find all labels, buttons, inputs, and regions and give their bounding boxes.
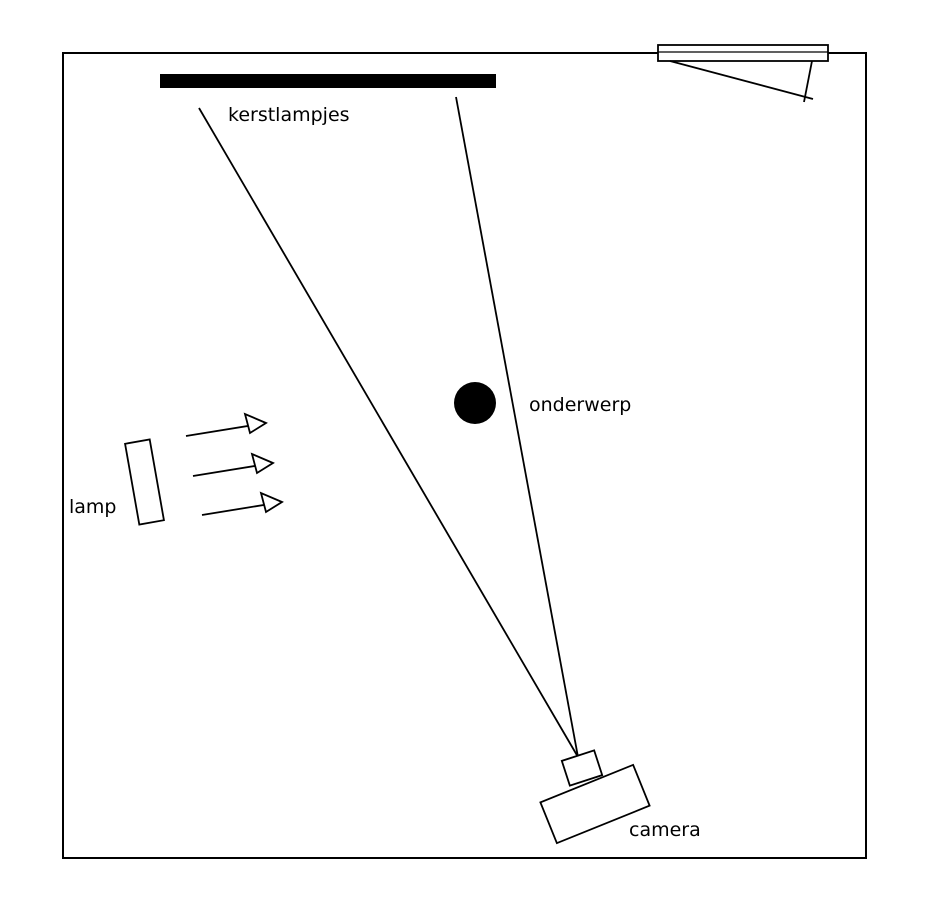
light-arrow-2 [192,452,275,477]
room-outline [62,52,867,859]
light-arrow-1 [185,412,268,437]
lamp-label: lamp [69,496,117,518]
window-icon [657,44,829,103]
camera-label: camera [629,819,701,841]
christmas-lights-bar [160,74,496,88]
light-arrow-3 [201,491,284,516]
christmas-lights-label: kerstlampjes [228,104,350,126]
lamp-icon [124,438,165,526]
view-line-left [198,107,579,758]
camera-icon [539,749,651,845]
subject-dot [454,382,496,424]
view-line-right [455,96,579,758]
subject-label: onderwerp [529,394,631,416]
